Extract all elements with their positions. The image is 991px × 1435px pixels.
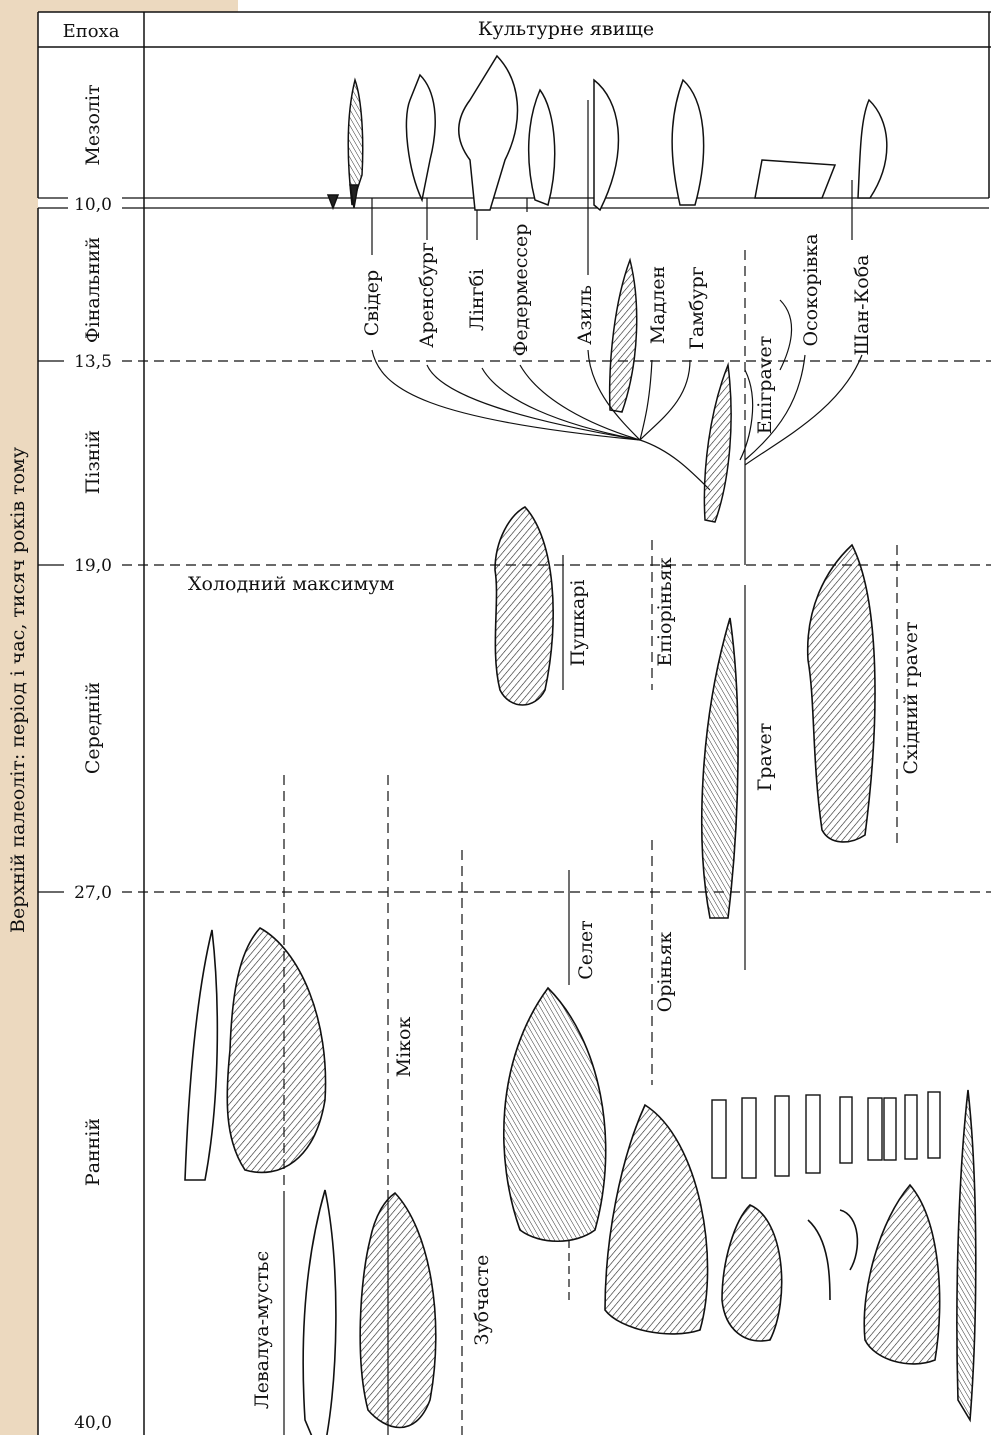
early-tools bbox=[185, 928, 976, 1435]
header-epoch: Епоха bbox=[63, 21, 120, 42]
tick-10: 10,0 bbox=[74, 195, 112, 215]
epoch-early: Ранній bbox=[82, 1118, 104, 1186]
culture-svider: Свідер bbox=[361, 270, 383, 336]
header-phenomenon: Культурне явище bbox=[478, 18, 654, 40]
tick-13-5: 13,5 bbox=[74, 352, 112, 372]
culture-eastern-gravet: Східний граvет bbox=[900, 622, 922, 775]
epoch-final: Фінальний bbox=[82, 237, 104, 343]
culture-epiorinyak: Епіоріньяк bbox=[654, 557, 676, 666]
middle-tools bbox=[495, 507, 875, 918]
epoch-mesolith: Мезоліт bbox=[82, 84, 104, 165]
culture-epigravet: Епіграvет bbox=[754, 336, 776, 435]
axis-title: Верхній палеоліт: період і час, тисяч ро… bbox=[7, 447, 29, 933]
cold-maximum-label: Холодний максимум bbox=[188, 573, 394, 595]
culture-selet: Селет bbox=[575, 920, 597, 980]
epoch-late: Пізній bbox=[82, 430, 104, 494]
mesolithic-tools bbox=[328, 56, 887, 210]
blade-row bbox=[712, 1092, 940, 1178]
culture-mikok: Мікок bbox=[393, 1017, 415, 1078]
culture-osokorivka: Осокорівка bbox=[800, 233, 822, 346]
culture-zubchaste: Зубчасте bbox=[471, 1255, 493, 1346]
culture-gravet: Граvет bbox=[754, 723, 776, 792]
tick-27: 27,0 bbox=[74, 883, 112, 903]
culture-lingby: Лінгбі bbox=[466, 269, 488, 331]
culture-federmesser: Федермессер bbox=[510, 224, 532, 357]
late-tools bbox=[610, 260, 731, 522]
culture-madlen: Мадлен bbox=[647, 266, 669, 344]
culture-shan-koba: Шан-Коба bbox=[851, 254, 873, 355]
culture-arensburg: Аренсбург bbox=[416, 242, 438, 348]
time-ticks: 10,0 13,5 19,0 27,0 40,0 bbox=[74, 195, 112, 1433]
culture-hamburg: Гамбург bbox=[686, 266, 708, 349]
tick-40: 40,0 bbox=[74, 1413, 112, 1433]
culture-azil: Азиль bbox=[574, 285, 596, 345]
tick-19: 19,0 bbox=[74, 556, 112, 576]
epoch-labels: Мезоліт Фінальний Пізній Середній Ранній bbox=[82, 84, 104, 1186]
culture-levallois-mousterian: Левалуа-мустьє bbox=[251, 1251, 273, 1409]
culture-pushkari: Пушкарі bbox=[567, 580, 589, 667]
culture-orinyak: Оріньяк bbox=[654, 932, 676, 1013]
epoch-middle: Середній bbox=[82, 682, 104, 774]
